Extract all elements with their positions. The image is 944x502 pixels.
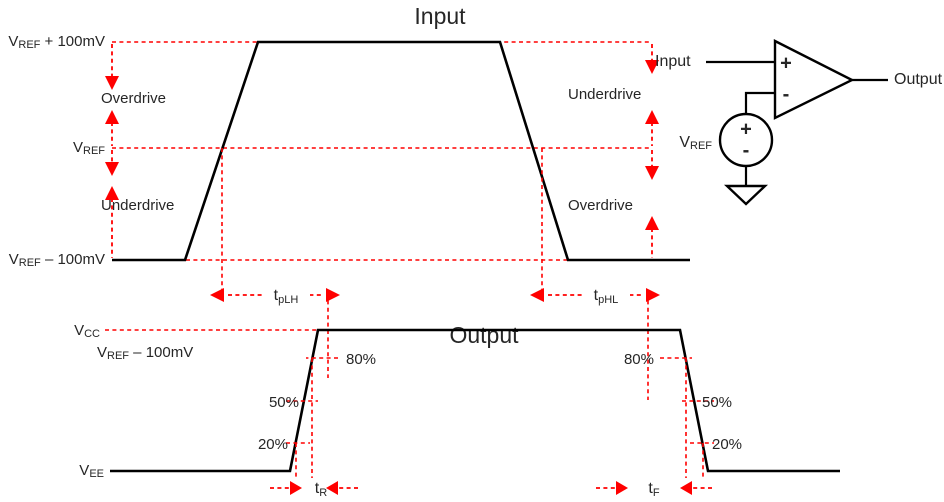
vref-source-plus-sign: + — [740, 118, 752, 140]
rise-fall-time-group: tR tF — [270, 480, 712, 499]
rise-50-label: 50% — [269, 394, 299, 411]
output-ylabel-vee: VEE — [79, 462, 104, 480]
tphl-label: tpHL — [594, 287, 619, 306]
schematic-vref-wire — [744, 91, 775, 113]
tplh-label: tpLH — [274, 287, 299, 306]
underdrive-right-measure: Underdrive — [568, 44, 659, 146]
underdrive-left-arrowhead-up — [105, 186, 119, 200]
ground-icon — [723, 184, 769, 206]
input-ylabel-vref-minus-100: VREF – 100mV — [9, 251, 105, 269]
tphl-arrowhead-left — [530, 288, 544, 302]
comparator-symbol — [773, 39, 855, 120]
input-plot-group: Input VREF + 100mV VREF VREF – 100mV Ove… — [8, 3, 690, 300]
input-ylabel-vref-plus-100: VREF + 100mV — [8, 33, 105, 51]
comparator-schematic-group: Input + - Output + - VREF — [655, 39, 943, 206]
underdrive-left-measure: Underdrive — [101, 150, 174, 258]
vref-source-minus-sign: - — [743, 139, 750, 161]
rising-edge-markers: 80% 50% 20% — [258, 351, 376, 478]
tf-arrowhead-right-in — [616, 481, 628, 495]
tphl-label-backdrop — [582, 283, 630, 307]
input-ylabel-vref: VREF — [73, 139, 105, 157]
output-secondary-label: VREF – 100mV — [97, 344, 193, 362]
underdrive-right-arrowhead-up — [645, 110, 659, 124]
tplh-label-backdrop — [262, 283, 310, 307]
input-plot-title: Input — [414, 3, 466, 29]
underdrive-left-label: Underdrive — [101, 197, 174, 214]
comparator-noninverting-input-sign: + — [780, 52, 792, 74]
tr-label: tR — [315, 480, 327, 499]
input-waveform — [112, 40, 690, 262]
fall-50-label: 50% — [702, 394, 732, 411]
tr-arrowhead-right-in — [290, 481, 302, 495]
tplh-arrowhead-right — [326, 288, 340, 302]
overdrive-left-arrowhead-down — [105, 76, 119, 90]
overdrive-right-measure: Overdrive — [568, 150, 659, 258]
output-plot-title: Output — [449, 322, 519, 348]
output-ylabel-vcc: VCC — [74, 322, 100, 340]
underdrive-left-arrowhead-down — [105, 162, 119, 176]
underdrive-right-arrowhead-down — [645, 60, 659, 74]
falling-edge-markers: 80% 50% 20% — [624, 351, 742, 478]
tphl-arrowhead-right — [646, 288, 660, 302]
tf-label: tF — [648, 480, 659, 499]
tf-arrowhead-left-in — [680, 481, 692, 495]
fall-20-label: 20% — [712, 436, 742, 453]
rise-20-label: 20% — [258, 436, 288, 453]
propagation-delay-group: tpLH tpHL — [210, 283, 660, 400]
output-plot-group: Output VCC VEE VREF – 100mV 80% 50% 20% — [74, 322, 840, 480]
schematic-output-label: Output — [894, 71, 943, 88]
overdrive-left-arrowhead-up — [105, 110, 119, 124]
fall-80-label: 80% — [624, 351, 654, 368]
overdrive-right-arrowhead-down — [645, 166, 659, 180]
underdrive-right-label: Underdrive — [568, 86, 641, 103]
overdrive-left-label: Overdrive — [101, 90, 166, 107]
overdrive-right-label: Overdrive — [568, 197, 633, 214]
schematic-vref-label: VREF — [679, 134, 712, 152]
tr-arrowhead-left-in — [326, 481, 338, 495]
overdrive-right-arrowhead-up — [645, 216, 659, 230]
tplh-arrowhead-left — [210, 288, 224, 302]
output-waveform — [110, 328, 840, 473]
rise-80-label: 80% — [346, 351, 376, 368]
comparator-inverting-input-sign: - — [783, 83, 790, 105]
schematic-input-label: Input — [655, 53, 691, 70]
overdrive-left-measure: Overdrive — [101, 44, 166, 146]
